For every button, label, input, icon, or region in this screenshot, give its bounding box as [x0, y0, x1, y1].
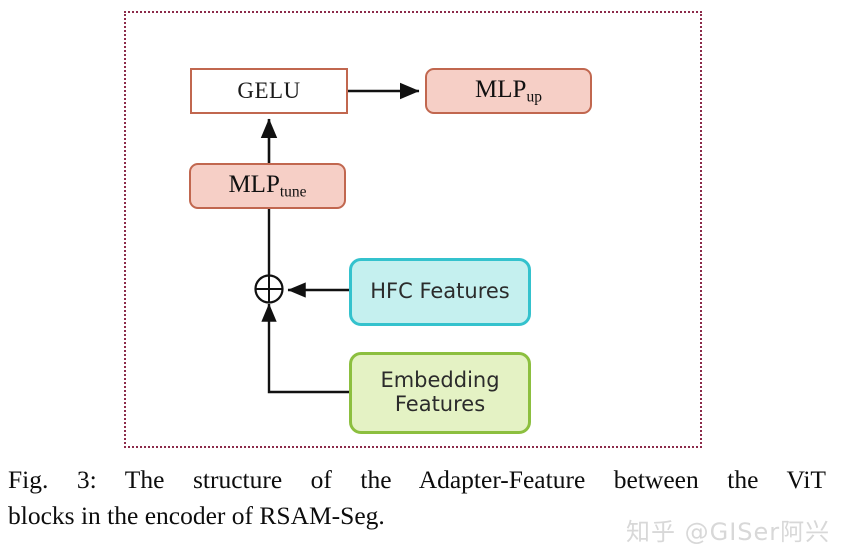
node-gelu[interactable]: GELU — [190, 68, 348, 114]
figure-caption: Fig. 3: The structure of the Adapter-Fea… — [8, 462, 826, 534]
node-embedding-features[interactable]: Embedding Features — [349, 352, 531, 434]
node-mlp-up-label: MLPup — [475, 76, 542, 106]
watermark: 知乎 @GISer阿兴 — [626, 518, 831, 546]
node-mlp-up[interactable]: MLPup — [425, 68, 592, 114]
figure-area: GELU MLPup MLPtune HFC Features Embeddin… — [124, 11, 702, 448]
diagram-dotted-frame — [124, 11, 702, 448]
node-embedding-line1: Embedding — [380, 368, 500, 393]
node-mlp-up-base: MLP — [475, 76, 527, 104]
node-hfc-features-label: HFC Features — [370, 279, 510, 304]
figure-caption-line-2: blocks in the encoder of RSAM-Seg. — [8, 501, 385, 531]
node-hfc-features[interactable]: HFC Features — [349, 258, 531, 326]
node-embedding-line2: Features — [394, 392, 486, 416]
node-mlp-tune[interactable]: MLPtune — [189, 163, 346, 209]
node-mlp-tune-subscript: tune — [279, 183, 307, 201]
node-mlp-tune-base: MLP — [228, 171, 280, 199]
node-embedding-features-label: Embedding Features — [380, 369, 499, 416]
node-mlp-up-subscript: up — [526, 88, 542, 106]
node-gelu-label: GELU — [237, 78, 301, 104]
figure-caption-line-1: Fig. 3: The structure of the Adapter-Fea… — [8, 465, 826, 494]
node-mlp-tune-label: MLPtune — [228, 171, 306, 201]
